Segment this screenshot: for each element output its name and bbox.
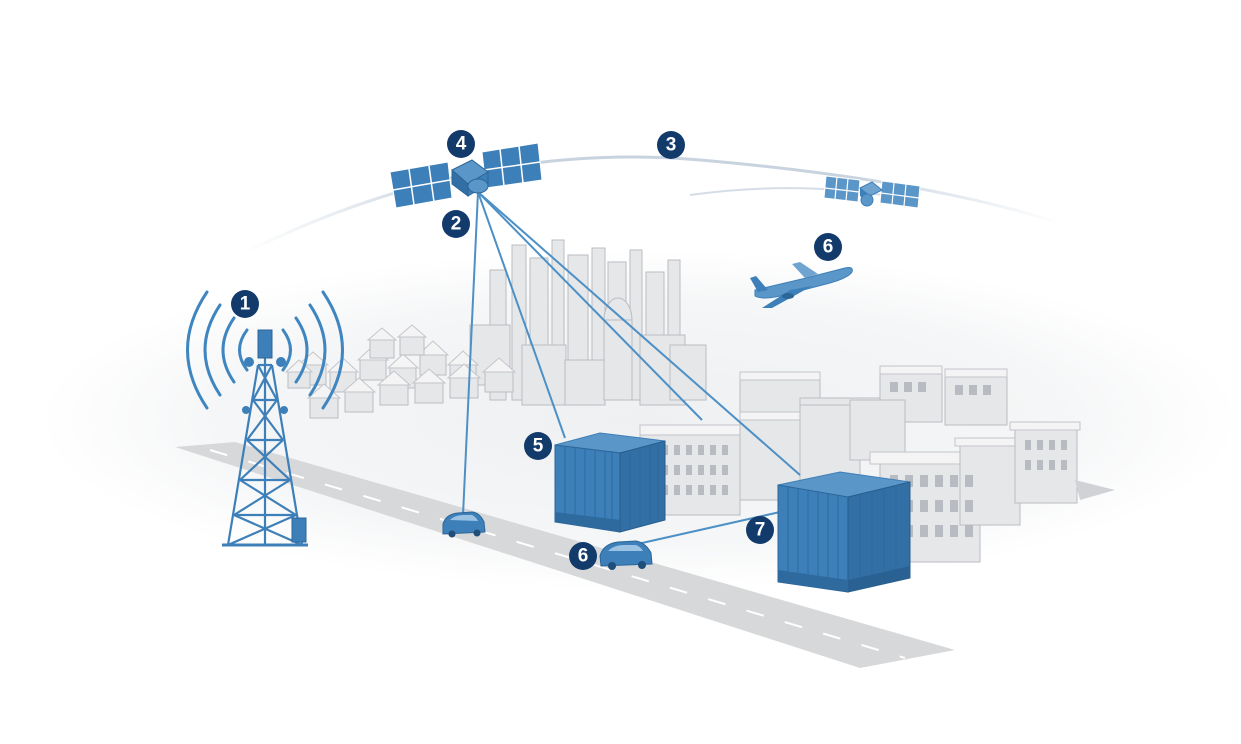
svg-text:1: 1	[240, 294, 251, 315]
satellite-icon	[823, 175, 921, 209]
radio-waves	[186, 290, 344, 410]
svg-text:7: 7	[755, 520, 766, 541]
badge-6-car: 6	[569, 542, 597, 570]
badge-6-airplane: 6	[814, 233, 842, 261]
svg-text:6: 6	[578, 546, 589, 567]
building-icon	[554, 432, 666, 533]
airplane-icon	[750, 262, 853, 308]
badge-1: 1	[231, 290, 259, 318]
badge-3: 3	[657, 131, 685, 159]
badge-5: 5	[524, 432, 552, 460]
svg-text:3: 3	[666, 135, 677, 156]
satellite-icon	[389, 142, 543, 209]
cell-tower-icon	[222, 329, 308, 547]
road	[175, 442, 955, 668]
orbit-arc	[239, 155, 1066, 257]
building-icon	[777, 471, 911, 593]
car-icon	[442, 511, 486, 538]
svg-text:6: 6	[823, 237, 834, 258]
car-icon	[599, 540, 653, 570]
svg-text:2: 2	[451, 214, 462, 235]
houses-cluster	[284, 324, 517, 419]
svg-text:4: 4	[456, 134, 467, 155]
badge-7: 7	[746, 516, 774, 544]
badge-4: 4	[447, 130, 475, 158]
svg-text:5: 5	[533, 436, 544, 457]
orbit-arc-inner	[689, 187, 901, 199]
city-skyline	[469, 239, 707, 406]
badge-2: 2	[442, 210, 470, 238]
